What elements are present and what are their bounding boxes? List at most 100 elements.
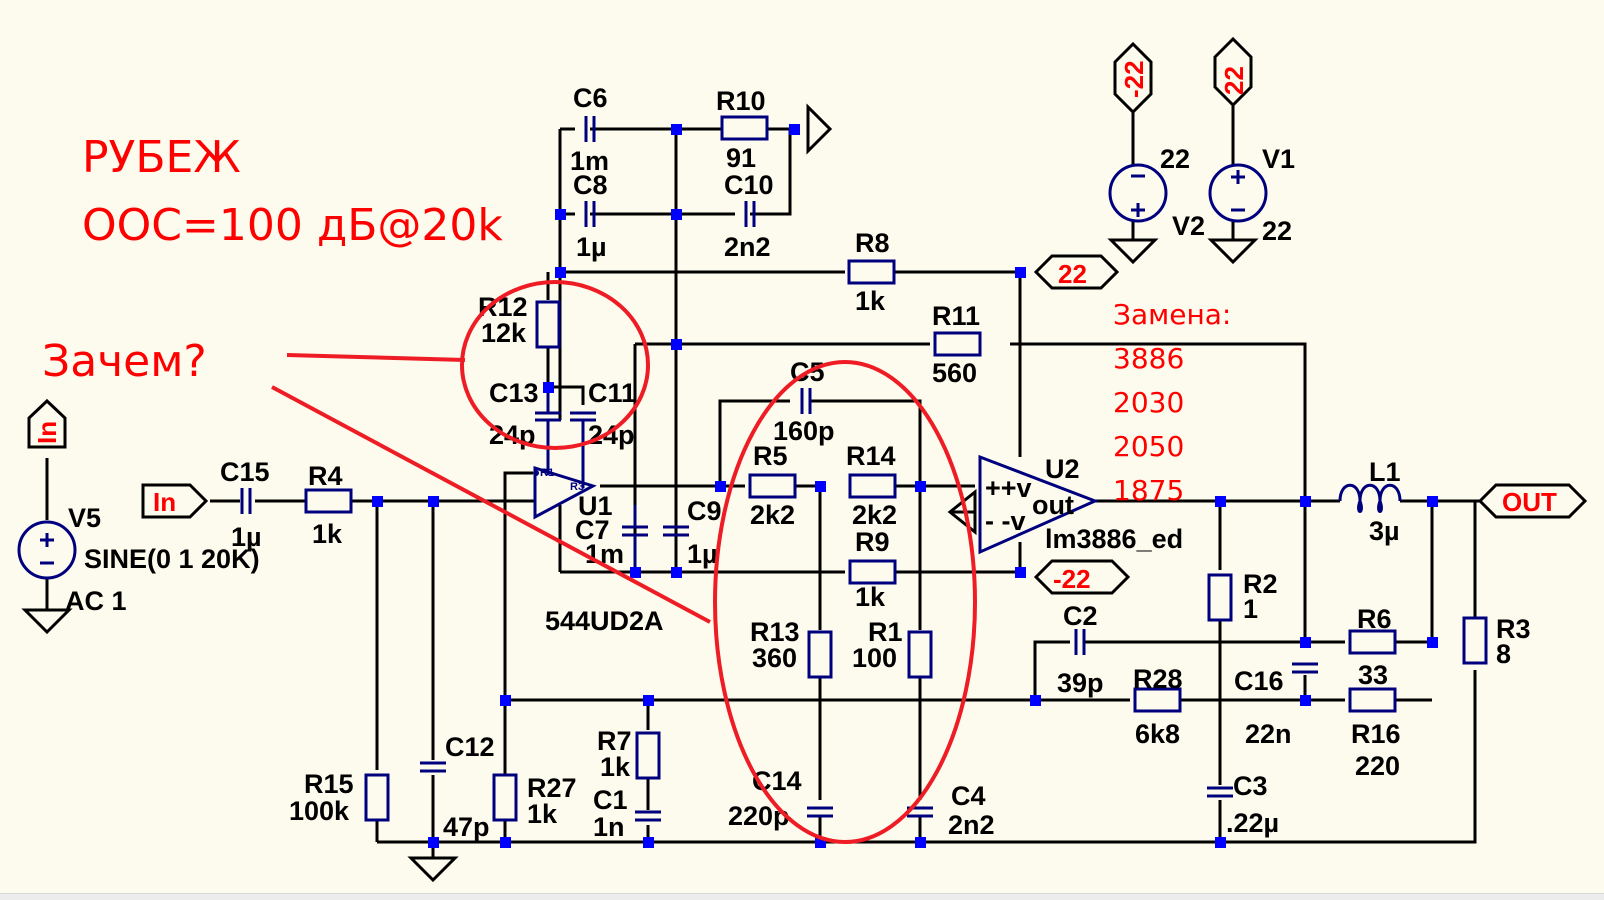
capacitor-C6[interactable]	[584, 116, 596, 142]
label-value: 1	[1243, 594, 1258, 624]
label-ref: L1	[1369, 457, 1401, 487]
capacitor-C14[interactable]	[807, 806, 833, 818]
annotation-ellipse-feedback	[713, 360, 977, 844]
resistor-R10[interactable]	[720, 115, 769, 141]
capacitor-C12[interactable]	[420, 761, 446, 773]
resistor-R28[interactable]	[1133, 687, 1182, 713]
label-ref: R4	[308, 461, 343, 491]
net-flag-v2-neg[interactable]	[1113, 41, 1153, 115]
net-flags	[27, 36, 1588, 595]
label-ref: C4	[951, 781, 986, 811]
capacitor-C7[interactable]	[622, 505, 648, 572]
net-out-text: OUT	[1502, 487, 1557, 517]
ground-icon	[1107, 238, 1159, 265]
resistor-R27[interactable]	[492, 773, 518, 822]
resistors	[304, 115, 1488, 822]
label-value: 100k	[289, 796, 350, 826]
resistor-R1[interactable]	[907, 630, 933, 679]
label-ref: V1	[1262, 144, 1295, 174]
capacitor-C3[interactable]	[1207, 786, 1233, 798]
net-v2-text: -22	[1119, 60, 1149, 98]
note-feedback: ООС=100 дБ@20k	[82, 200, 503, 251]
net-pos-rail-text: 22	[1058, 259, 1087, 289]
resistor-R15[interactable]	[364, 773, 390, 822]
inductor-L1[interactable]	[1338, 483, 1402, 513]
label-value: 24p	[588, 420, 635, 450]
resistor-R12[interactable]	[535, 300, 561, 349]
label-ref: C12	[445, 732, 495, 762]
u1-pin-label: R3	[570, 481, 584, 493]
net-flag-v1-pos[interactable]	[1213, 36, 1253, 108]
resistor-R2[interactable]	[1207, 573, 1233, 622]
capacitor-C9[interactable]	[663, 525, 689, 537]
label-value: lm3886_ed	[1045, 524, 1183, 554]
label-ref: U2	[1045, 454, 1080, 484]
net-v1-text: 22	[1219, 66, 1249, 95]
label-ref: R1	[868, 617, 903, 647]
label-value: 1µ	[231, 522, 262, 552]
capacitor-C10[interactable]	[744, 201, 756, 227]
note-replacement-header: Замена:	[1113, 298, 1231, 331]
label-value: 22	[1160, 144, 1190, 174]
ground-icon	[407, 856, 459, 883]
resistor-R7[interactable]	[635, 731, 661, 780]
resistor-R14[interactable]	[848, 473, 897, 499]
resistor-R11[interactable]	[933, 331, 982, 357]
component-labels: C6 1m C8 1µ R10 91 C10 2n2 R8 1k R11 560…	[65, 83, 1531, 842]
resistor-R13[interactable]	[807, 630, 833, 679]
net-flag-in-vertical[interactable]	[27, 398, 67, 449]
label-ref: R2	[1243, 569, 1278, 599]
capacitor-C5[interactable]	[800, 388, 812, 414]
resistor-R9[interactable]	[848, 559, 897, 585]
capacitor-C2[interactable]	[1074, 629, 1086, 655]
note-replacement-item: 3886	[1113, 342, 1184, 375]
resistor-R5[interactable]	[748, 473, 797, 499]
net-label-text: In In OUT 22 -22 -22 22	[32, 60, 1557, 594]
label-ref: R9	[855, 527, 890, 557]
resistor-R6[interactable]	[1348, 629, 1397, 655]
capacitor-C1[interactable]	[635, 810, 661, 822]
label-value: 1µ	[576, 232, 607, 262]
label-ref: C16	[1234, 666, 1284, 696]
label-value: 1k	[855, 286, 886, 316]
resistor-R8[interactable]	[847, 259, 896, 285]
label-ref: R8	[855, 228, 890, 258]
net-flag-neg-rail[interactable]	[1033, 559, 1131, 595]
label-value: 220p	[728, 801, 790, 831]
label-value: 91	[726, 143, 756, 173]
note-replacement-item: 1875	[1113, 474, 1184, 507]
annotations: РУБЕЖ ООС=100 дБ@20k Зачем? Замена: 3886…	[42, 132, 1231, 844]
capacitor-C8[interactable]	[584, 201, 596, 227]
label-value: SINE(0 1 20K)	[84, 544, 260, 574]
annotation-circle-compensation	[460, 280, 650, 450]
resistor-R4[interactable]	[304, 488, 353, 514]
label-ref: R27	[527, 773, 577, 803]
opamp-U1[interactable]: R1 R3	[533, 465, 597, 520]
resistor-R16[interactable]	[1348, 687, 1397, 713]
label-value: 8	[1496, 639, 1511, 669]
label-ref: C7	[575, 515, 610, 545]
capacitor-C11[interactable]	[570, 411, 596, 488]
net-flag-in[interactable]	[141, 483, 209, 519]
net-flag-pos-rail[interactable]	[1033, 254, 1120, 290]
capacitor-C15[interactable]	[240, 488, 252, 514]
u2-pin-label: out	[1032, 490, 1074, 520]
source-V2[interactable]	[1108, 163, 1168, 223]
capacitor-C16[interactable]	[1292, 662, 1318, 674]
net-flag-out[interactable]	[1477, 483, 1588, 519]
label-ref: C10	[724, 170, 774, 200]
resistor-R3[interactable]	[1462, 616, 1488, 665]
opamp-U2[interactable]	[978, 454, 1099, 555]
source-V1[interactable]	[1208, 163, 1268, 223]
wire	[377, 501, 1477, 844]
label-value: 560	[932, 358, 977, 388]
label-value: 2n2	[724, 232, 771, 262]
label-value: 12k	[481, 318, 527, 348]
label-value: 1k	[855, 582, 886, 612]
ground-icon	[806, 103, 833, 155]
capacitor-C13[interactable]	[535, 387, 561, 475]
source-V5[interactable]	[17, 520, 77, 580]
label-value: 160p	[773, 416, 835, 446]
label-ref: V2	[1172, 211, 1205, 241]
net-neg-rail-text: -22	[1053, 564, 1091, 594]
